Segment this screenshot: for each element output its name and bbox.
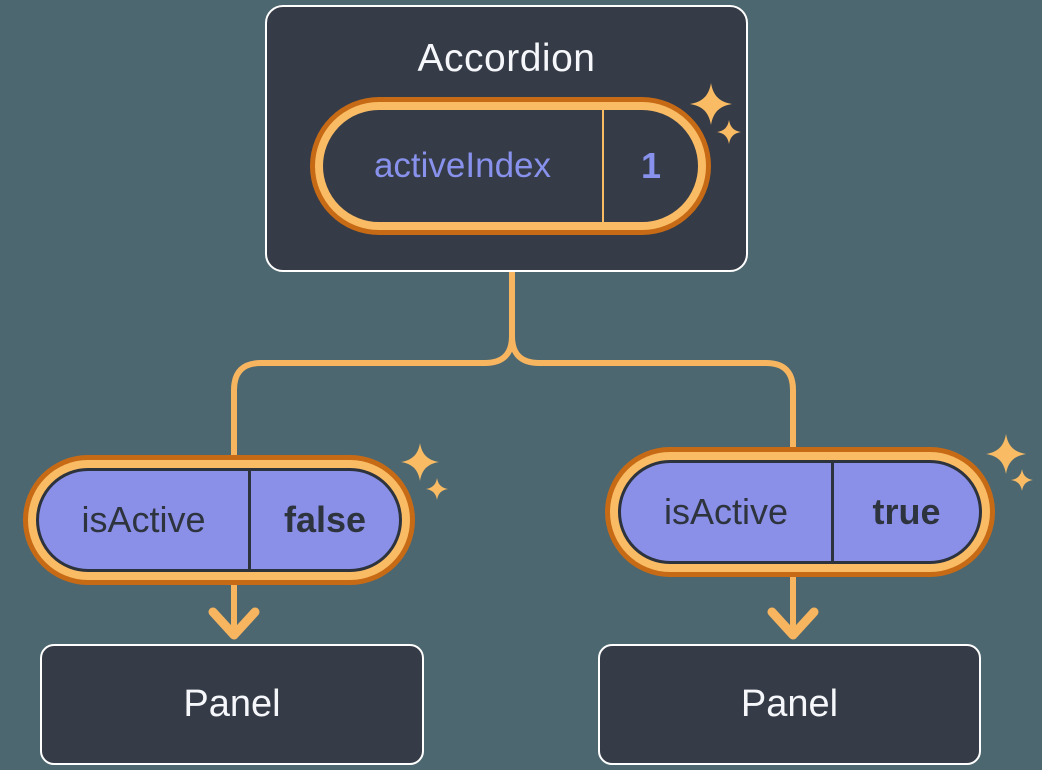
sparkle-icon (426, 478, 448, 500)
connector-right-branch (509, 267, 796, 633)
prop-pill-isactive-right: isActive true (618, 460, 982, 564)
panel-card-right: Panel (598, 644, 981, 765)
state-pill-value: 1 (640, 145, 662, 186)
prop-pill-divider (831, 463, 834, 561)
panel-title: Panel (183, 683, 281, 725)
prop-pill-divider (248, 471, 251, 569)
panel-title: Panel (740, 683, 839, 725)
prop-pill-value: false (283, 499, 367, 540)
arrowhead-left-icon (208, 607, 260, 640)
prop-pill-isactive-left: isActive false (36, 468, 402, 572)
sparkle-icon (690, 83, 732, 125)
state-pill-label: activeIndex (373, 146, 552, 185)
panel-card-left: Panel (40, 644, 424, 765)
sparkle-icon (401, 443, 439, 481)
sparkle-icon (717, 120, 741, 144)
connector-left-branch (231, 267, 515, 633)
arrowhead-right-icon (767, 607, 819, 640)
sparkle-icon (1011, 469, 1033, 491)
accordion-title: Accordion (417, 37, 596, 80)
accordion-card: Accordion activeIndex 1 (265, 5, 748, 272)
prop-pill-value: true (872, 491, 941, 532)
sparkle-icon (986, 434, 1026, 474)
state-pill-divider (602, 110, 604, 222)
state-pill: activeIndex 1 (315, 102, 706, 230)
prop-pill-label: isActive (81, 499, 206, 540)
prop-pill-label: isActive (663, 491, 789, 532)
